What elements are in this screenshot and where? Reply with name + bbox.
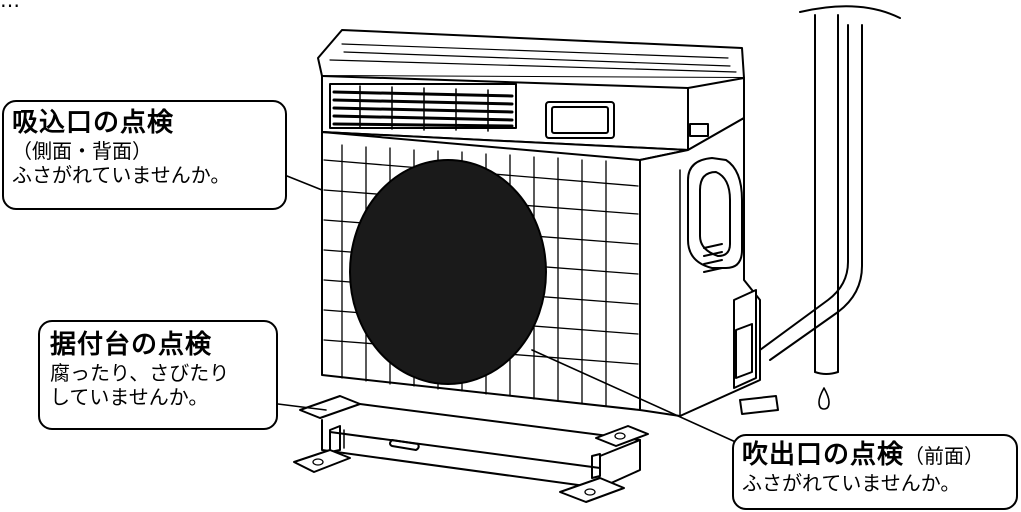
- leader-line-intake: [287, 176, 322, 190]
- fan-blade-disc: [350, 160, 546, 384]
- unit-front-grille: [322, 132, 688, 410]
- callout-outlet-title-suffix: （前面）: [904, 444, 984, 468]
- callout-base-line-2: していませんか。: [50, 385, 266, 409]
- unit-side-panel: [640, 118, 760, 416]
- callout-outlet-check: 吹出口の点検（前面） ふさがれていませんか。: [732, 434, 1018, 510]
- pipe-refrigerant: [760, 6, 900, 360]
- callout-outlet-heading: 吹出口の点検（前面）: [742, 440, 1008, 471]
- callout-intake-check: 吸込口の点検 （側面・背面） ふさがれていませんか。: [2, 100, 287, 210]
- unit-top-lid: [318, 30, 744, 78]
- callout-base-line-1: 腐ったり、さびたり: [50, 361, 266, 385]
- callout-outlet-title: 吹出口の点検: [742, 440, 904, 470]
- mounting-stand: [294, 396, 778, 502]
- callout-intake-line-1: （側面・背面）: [12, 139, 277, 163]
- water-drop-icon: [819, 388, 829, 409]
- callout-intake-title: 吸込口の点検: [12, 108, 174, 138]
- callout-base-title: 据付台の点検: [50, 330, 212, 360]
- callout-intake-line-2: ふさがれていませんか。: [12, 163, 277, 187]
- callout-outlet-line-1: ふさがれていませんか。: [742, 471, 1008, 495]
- callout-base-check: 据付台の点検 腐ったり、さびたり していませんか。: [38, 320, 278, 430]
